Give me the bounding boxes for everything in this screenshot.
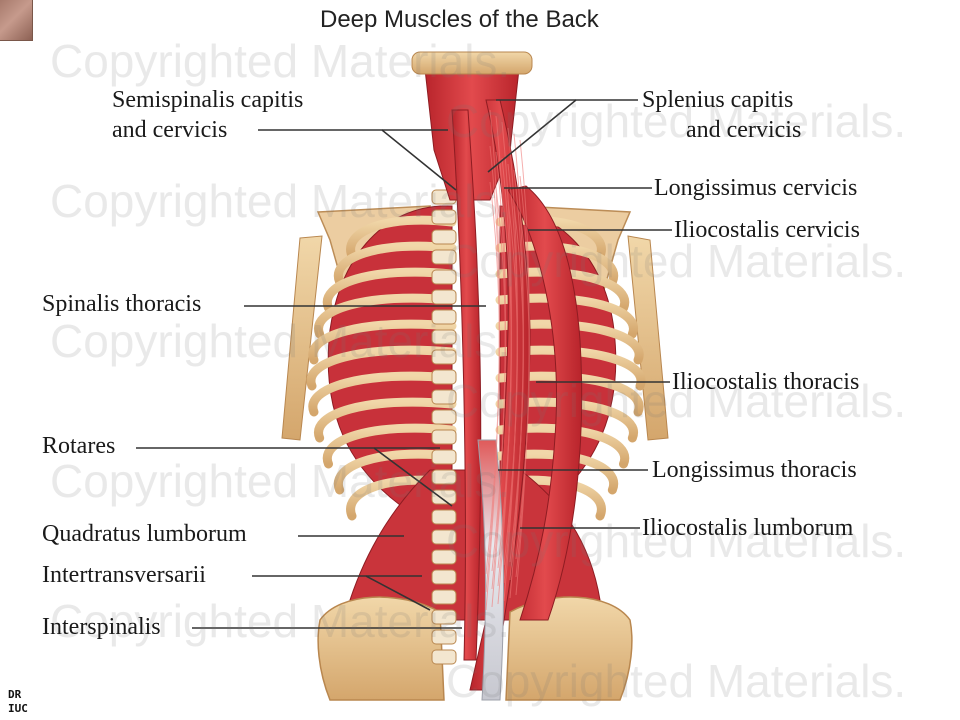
rib — [333, 449, 457, 495]
vertebra — [431, 289, 457, 305]
label-rotares: Rotares — [42, 433, 116, 459]
vertebra — [431, 269, 457, 285]
vertebra — [431, 589, 457, 605]
vertebra — [431, 429, 457, 445]
skull-base — [411, 51, 533, 75]
vertebra — [431, 389, 457, 405]
vertebra — [431, 409, 457, 425]
label-splenius-line2: and cervicis — [686, 117, 802, 143]
vertebra — [431, 469, 457, 485]
vertebra — [431, 249, 457, 265]
rib — [322, 423, 457, 469]
left-humerus — [281, 235, 323, 441]
vertebra — [431, 489, 457, 505]
vertebra — [431, 529, 457, 545]
vertebra — [431, 349, 457, 365]
vertebra — [431, 449, 457, 465]
label-splenius-line1: Splenius capitis — [642, 87, 794, 113]
rib — [308, 371, 457, 417]
label-longissimus-cervicis: Longissimus cervicis — [654, 175, 858, 201]
label-iliocostalis-lumborum: Iliocostalis lumborum — [642, 515, 854, 541]
muscle-fiber — [509, 205, 524, 563]
muscle-fibers — [485, 109, 530, 611]
muscle-fiber — [491, 187, 506, 572]
thoracolumbar-tendon — [477, 439, 504, 701]
rib — [495, 371, 644, 417]
label-semispinalis-line2: and cervicis — [112, 117, 228, 143]
leader-semispinalis — [258, 129, 457, 191]
rib — [314, 293, 457, 339]
figure-title: Deep Muscles of the Back — [320, 6, 599, 33]
vertebra — [431, 209, 457, 225]
vertebra — [431, 649, 457, 665]
muscle-fiber — [497, 193, 512, 569]
vertebra — [431, 309, 457, 325]
spinalis-column — [451, 109, 482, 661]
label-iliocostalis-cervicis: Iliocostalis cervicis — [674, 217, 860, 243]
label-quadratus-lumborum: Quadratus lumborum — [42, 521, 247, 547]
author-tag-line1: DR — [8, 688, 22, 701]
author-tag-line2: IUC — [8, 702, 28, 715]
label-longissimus-thoracis: Longissimus thoracis — [652, 457, 857, 483]
rib — [333, 241, 457, 287]
label-spinalis-thoracis: Spinalis thoracis — [42, 291, 202, 317]
slide-thumbnail — [0, 0, 33, 41]
rib — [495, 345, 646, 391]
vertebra — [431, 569, 457, 585]
vertebra — [431, 509, 457, 525]
vertebra — [431, 629, 457, 645]
leader-lines — [136, 99, 672, 629]
muscle-fiber — [485, 181, 500, 575]
vertebra — [431, 329, 457, 345]
rib — [346, 215, 457, 261]
vertebra — [431, 369, 457, 385]
label-iliocostalis-thoracis: Iliocostalis thoracis — [672, 369, 860, 395]
label-intertransversarii: Intertransversarii — [42, 562, 206, 588]
muscle-fiber — [515, 211, 530, 560]
vertebral-column — [431, 189, 457, 665]
left-iliac — [317, 596, 445, 701]
rib — [308, 319, 457, 365]
rib — [495, 397, 638, 443]
vertebra — [431, 229, 457, 245]
label-semispinalis-line1: Semispinalis capitis — [112, 87, 304, 113]
rib — [322, 267, 457, 313]
vertebra — [431, 549, 457, 565]
iliocostalis-column — [507, 185, 583, 621]
vertebra — [431, 609, 457, 625]
ribs — [306, 215, 646, 521]
label-interspinalis: Interspinalis — [42, 614, 161, 640]
muscle-fiber — [503, 199, 518, 566]
rib — [314, 397, 457, 443]
rib — [306, 345, 457, 391]
